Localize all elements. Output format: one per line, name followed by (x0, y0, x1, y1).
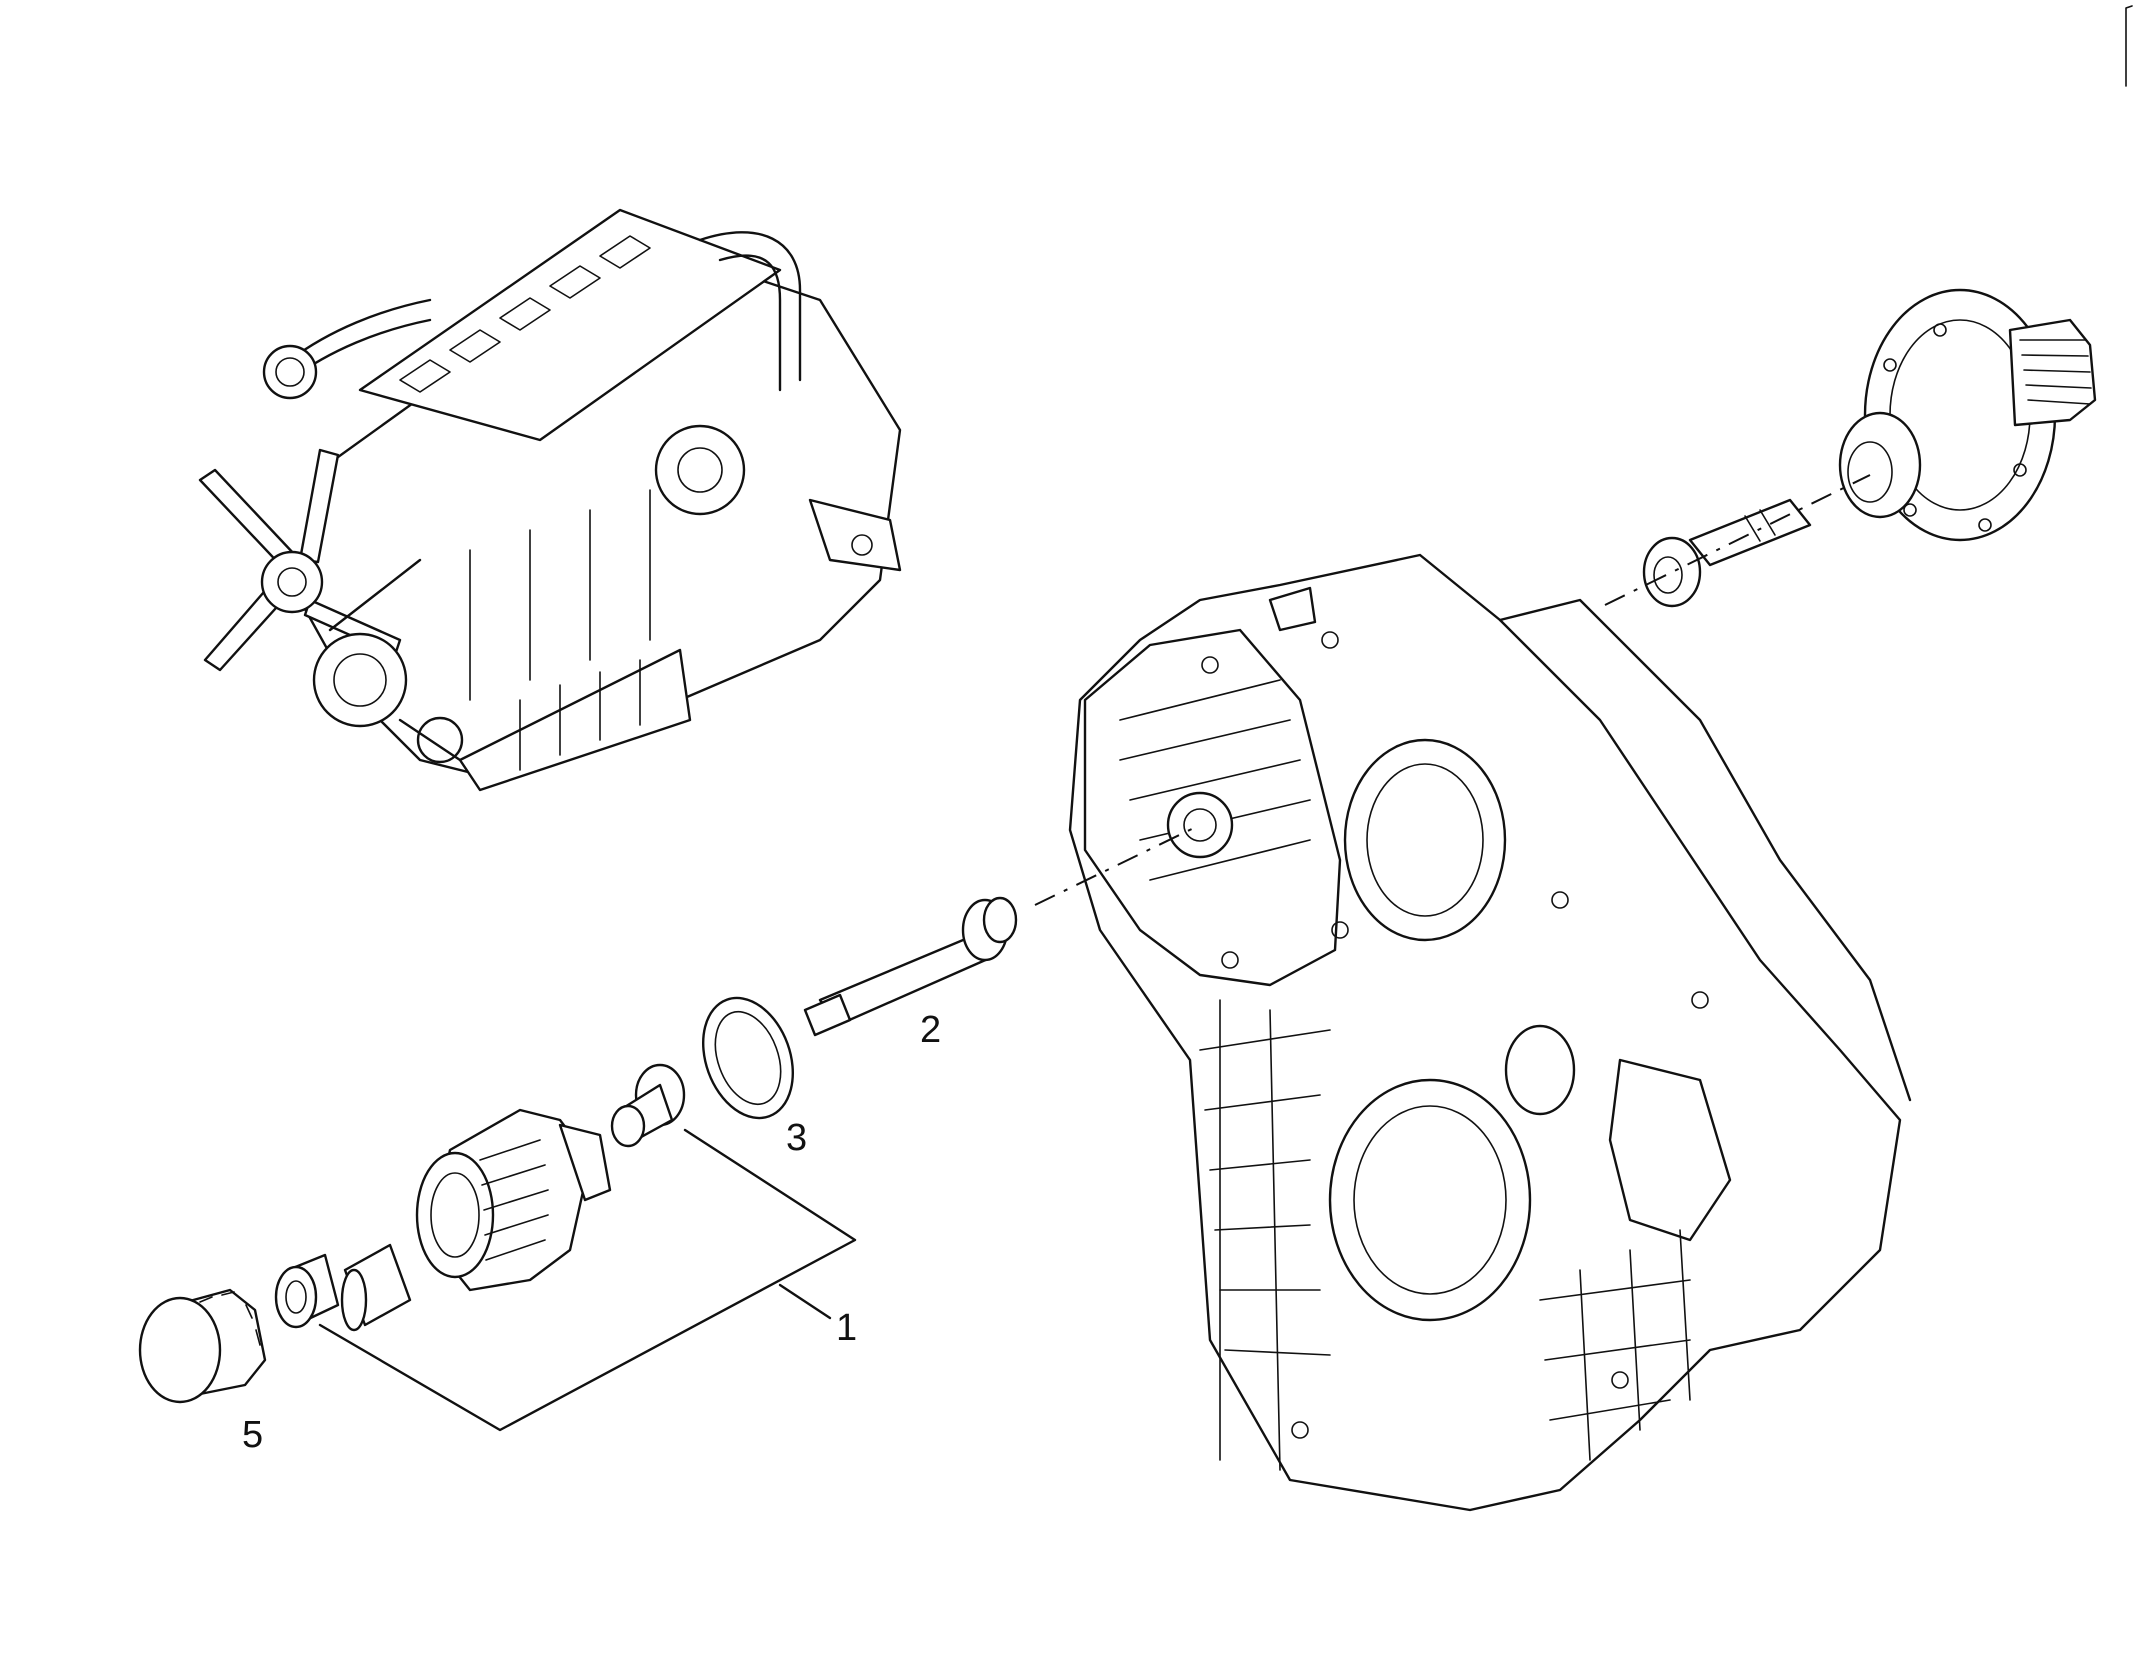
part-3-gasket-icon (701, 996, 795, 1120)
margin-mark (2125, 5, 2133, 87)
leader-1 (318, 1128, 857, 1432)
part-1-washer-icon (274, 1253, 340, 1329)
part-5-cap-icon (138, 1288, 267, 1404)
part-1-housing-icon (415, 1108, 612, 1292)
callout-5: 5 (242, 1414, 263, 1456)
part-2-bolt-icon (803, 896, 1018, 1037)
callout-1: 1 (836, 1307, 857, 1349)
leader-1-tick (778, 1283, 832, 1320)
callout-2: 2 (920, 1009, 941, 1051)
part-1-sleeve-icon (340, 1243, 412, 1332)
fan-icon (198, 448, 402, 672)
engine-overview-icon (198, 208, 902, 792)
gear-housing-icon (1068, 553, 1912, 1512)
axis-line-upper (1604, 474, 1871, 606)
part-1-bushing-icon (610, 1063, 686, 1148)
axis-line-lower (1034, 824, 1201, 906)
drive-hub-icon (1838, 288, 2097, 542)
callout-3: 3 (786, 1117, 807, 1159)
